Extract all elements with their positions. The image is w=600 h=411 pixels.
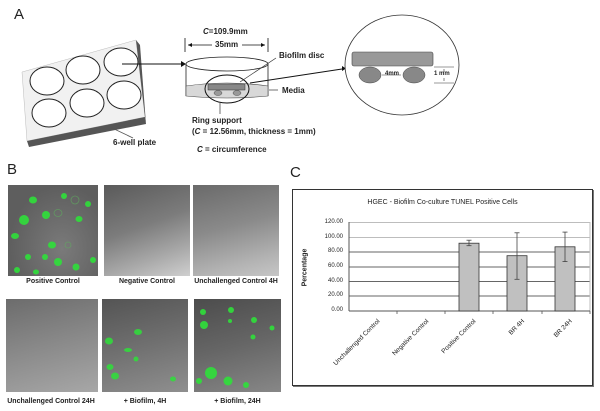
micrograph-caption: + Biofilm, 24H (214, 398, 261, 405)
experimental-setup-diagram (21, 14, 460, 147)
micrograph-caption: Negative Control (118, 278, 175, 285)
height-label: 1 mm (434, 71, 450, 77)
ring-support-label: Ring support (192, 116, 242, 125)
media-label: Media (282, 86, 305, 95)
ring-support-detail: (C = 12.56mm, thickness = 1mm) (192, 127, 316, 136)
micrograph-positive-control (8, 185, 98, 276)
circumference-legend: C = circumference (197, 145, 267, 154)
tunel-positive-cells-icon (196, 307, 275, 388)
y-tick-label: 60.00 (327, 263, 343, 269)
micrograph-unchallenged-control-24h (6, 299, 98, 392)
micrograph-caption: Unchallenged Control 4H (194, 278, 278, 285)
y-tick-label: 80.00 (327, 248, 343, 254)
y-tick-label: 0.00 (331, 307, 343, 313)
biofilm-disc-label: Biofilm disc (279, 51, 325, 60)
micrograph-unchallenged-control-4h (193, 185, 279, 276)
micrograph-biofilm-4h (102, 299, 188, 392)
tunel-positive-cells-icon (105, 329, 176, 382)
micrograph-caption: + Biofilm, 4H (123, 398, 167, 405)
tunel-positive-cells-icon (11, 193, 96, 275)
micrograph-negative-control (104, 185, 190, 276)
gap-label: 4mm (385, 71, 400, 77)
dish-circumference-label: C=109.9mm (203, 27, 248, 36)
y-tick-label: 120.00 (324, 219, 343, 225)
magnified-view-icon (344, 14, 460, 116)
panel-letter-b: B (7, 161, 18, 178)
chart-title: HGEC - Biofilm Co-culture TUNEL Positive… (367, 199, 518, 206)
micrograph-biofilm-24h (194, 299, 281, 392)
panel-letter-a: A (14, 6, 25, 23)
bar-plot (348, 222, 591, 314)
chart-frame: HGEC - Biofilm Co-culture TUNEL Positive… (292, 189, 593, 386)
error-bars (466, 231, 568, 280)
six-well-plate-icon (21, 39, 146, 147)
bar-positive-control (458, 242, 480, 312)
micrograph-caption: Positive Control (26, 278, 80, 285)
y-tick-label: 40.00 (327, 278, 343, 284)
panel-letter-c: C (290, 164, 301, 181)
y-tick-label: 20.00 (327, 292, 343, 298)
micrograph-caption: Unchallenged Control 24H (7, 398, 95, 405)
data-bars (458, 242, 576, 312)
six-well-plate-label: 6-well plate (113, 138, 157, 147)
y-tick-label: 100.00 (324, 234, 343, 240)
dish-diameter-label: 35mm (215, 40, 239, 49)
petri-dish-icon (184, 38, 269, 114)
